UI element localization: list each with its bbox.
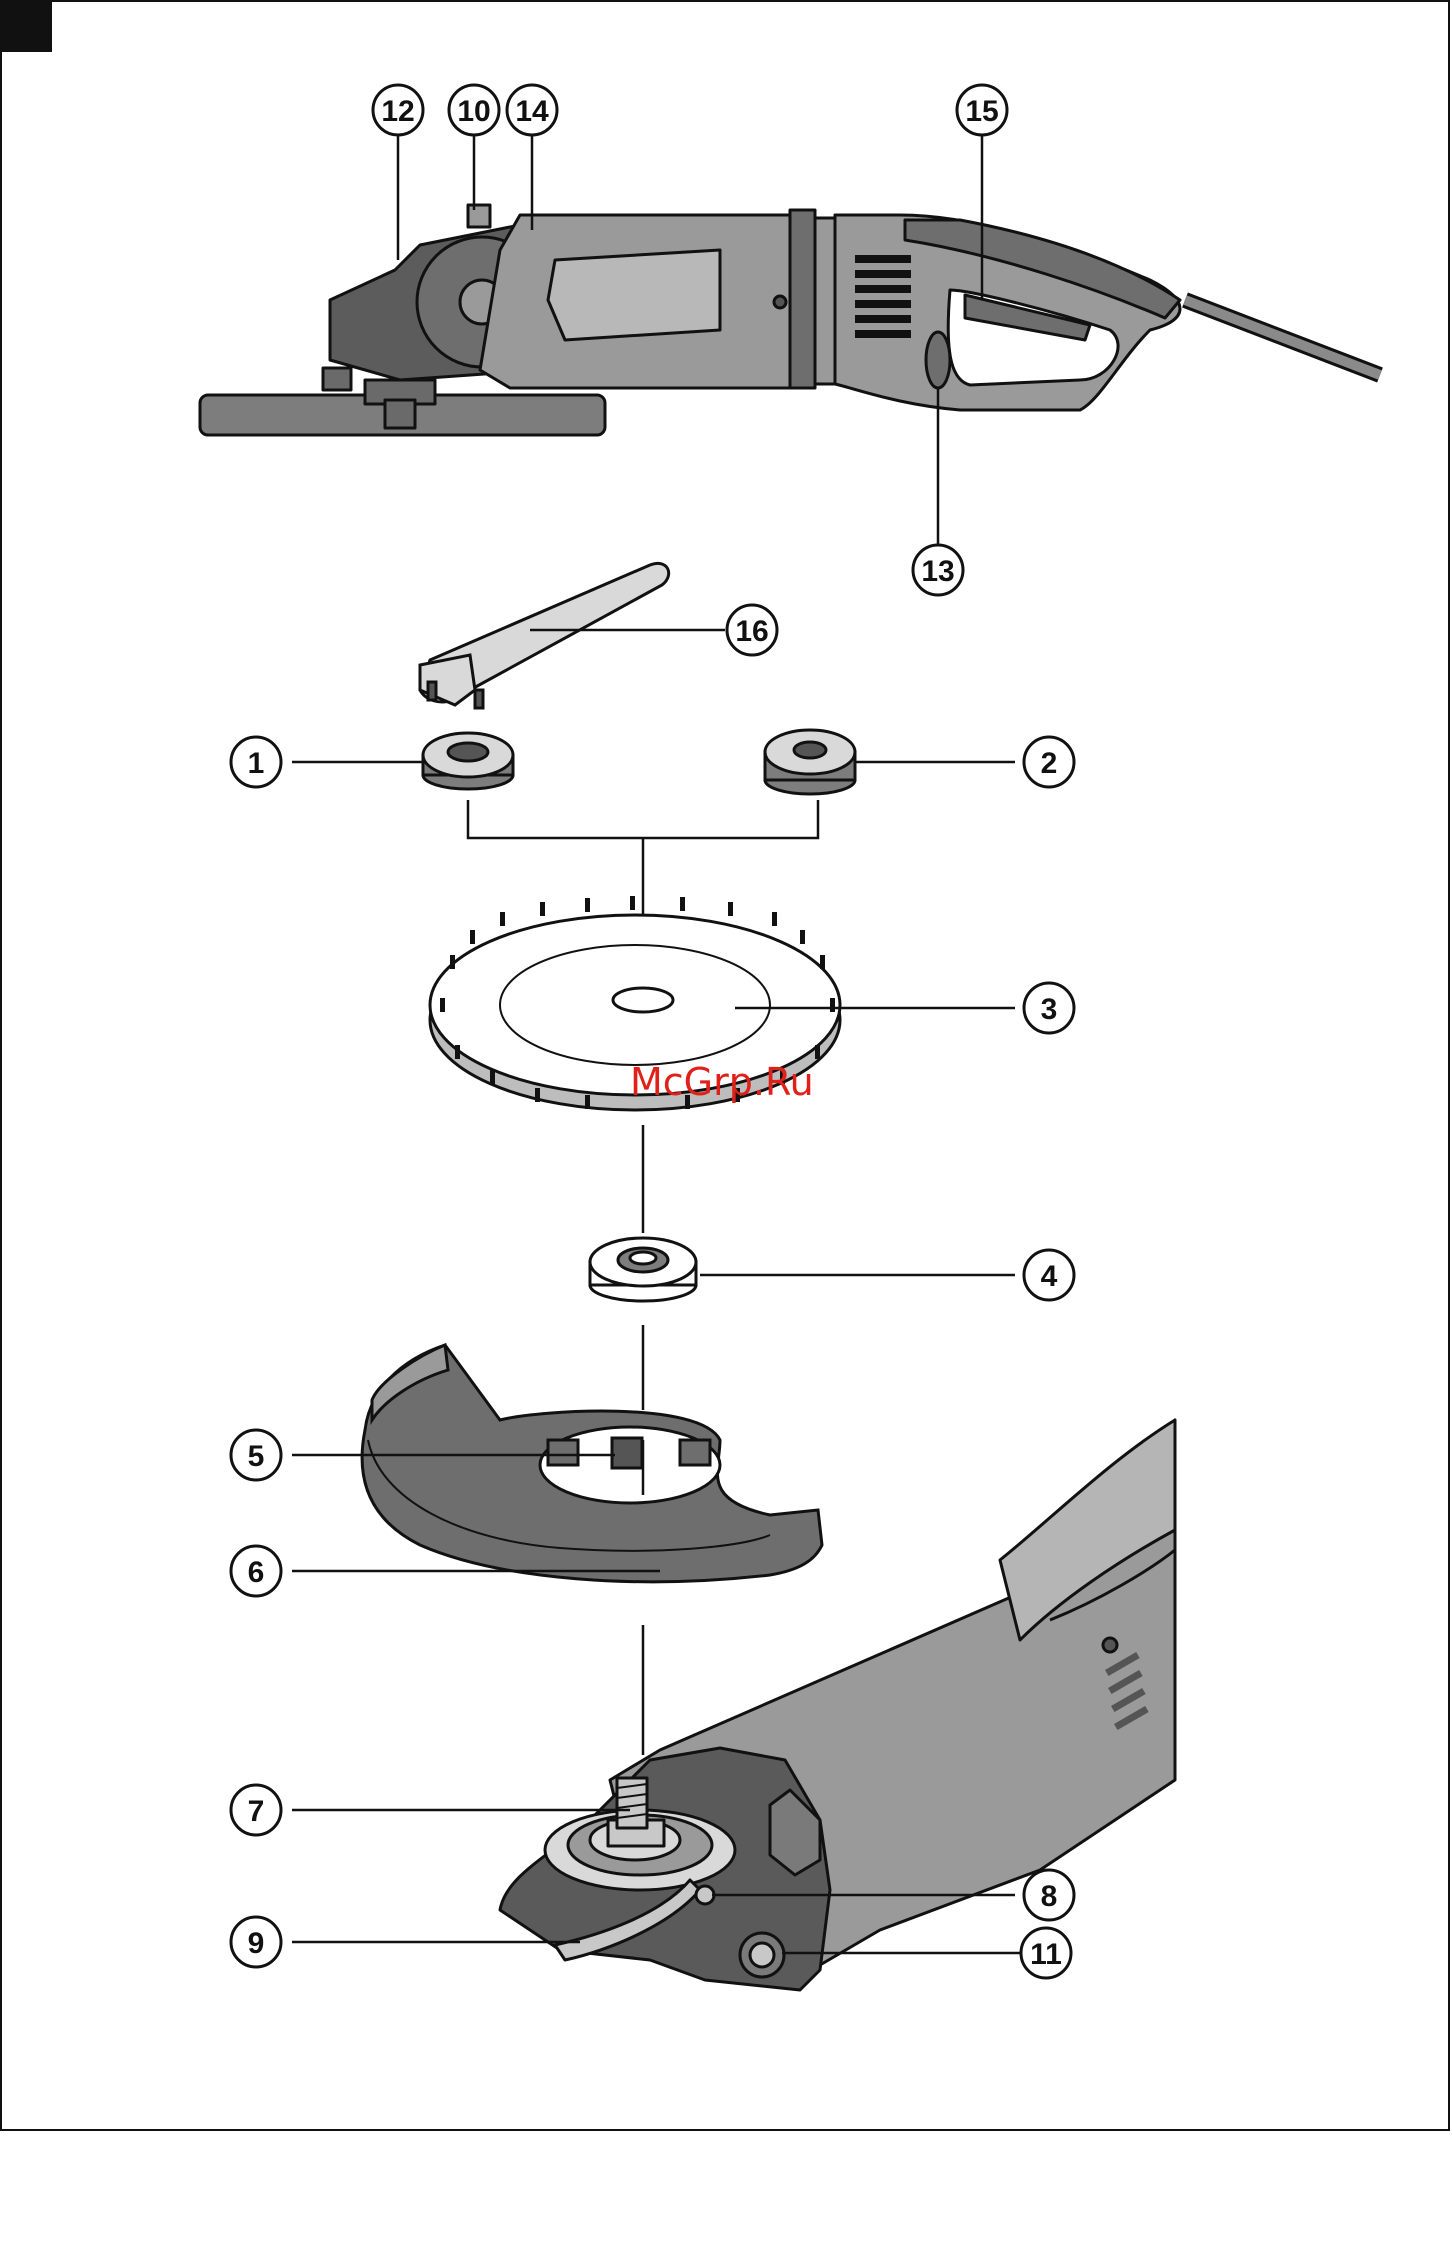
callout-14: 14 [507, 85, 557, 135]
svg-text:3: 3 [1041, 993, 1058, 1026]
svg-text:16: 16 [735, 615, 768, 648]
disc-guard [362, 1345, 822, 1582]
callout-10: 10 [449, 85, 499, 135]
guard-locking-button [696, 1886, 714, 1904]
callout-7: 7 [231, 1785, 281, 1835]
spindle-lock-button [468, 205, 490, 227]
callout-15: 15 [957, 85, 1007, 135]
callout-5: 5 [231, 1430, 281, 1480]
svg-text:14: 14 [515, 95, 549, 128]
pin-wrench [420, 563, 669, 708]
svg-text:12: 12 [381, 95, 414, 128]
svg-text:6: 6 [248, 1556, 265, 1589]
callout-4: 4 [1024, 1250, 1074, 1300]
svg-text:13: 13 [921, 555, 954, 588]
quick-release-nut [765, 730, 855, 794]
svg-text:2: 2 [1041, 747, 1058, 780]
corner-mark [0, 0, 52, 52]
svg-text:10: 10 [457, 95, 490, 128]
callout-12: 12 [373, 85, 423, 135]
callout-13: 13 [913, 545, 963, 595]
callout-16: 16 [727, 605, 777, 655]
backing-flange [590, 1238, 696, 1301]
callout-1: 1 [231, 737, 281, 787]
svg-text:4: 4 [1041, 1260, 1058, 1293]
watermark-text: McGrp.Ru [630, 1060, 814, 1104]
callout-8: 8 [1024, 1870, 1074, 1920]
svg-text:5: 5 [248, 1440, 265, 1473]
svg-text:8: 8 [1041, 1880, 1058, 1913]
clamping-nut [423, 733, 513, 789]
lock-on-button [926, 332, 950, 388]
callout-6: 6 [231, 1546, 281, 1596]
svg-text:11: 11 [1030, 1938, 1062, 1971]
angle-grinder-illustration [200, 205, 1380, 435]
callout-3: 3 [1024, 983, 1074, 1033]
callout-11: 11 [1021, 1928, 1071, 1978]
svg-text:15: 15 [965, 95, 998, 128]
svg-text:1: 1 [248, 747, 265, 780]
svg-text:7: 7 [248, 1795, 265, 1828]
callout-2: 2 [1024, 737, 1074, 787]
svg-text:9: 9 [248, 1927, 265, 1960]
callout-9: 9 [231, 1917, 281, 1967]
